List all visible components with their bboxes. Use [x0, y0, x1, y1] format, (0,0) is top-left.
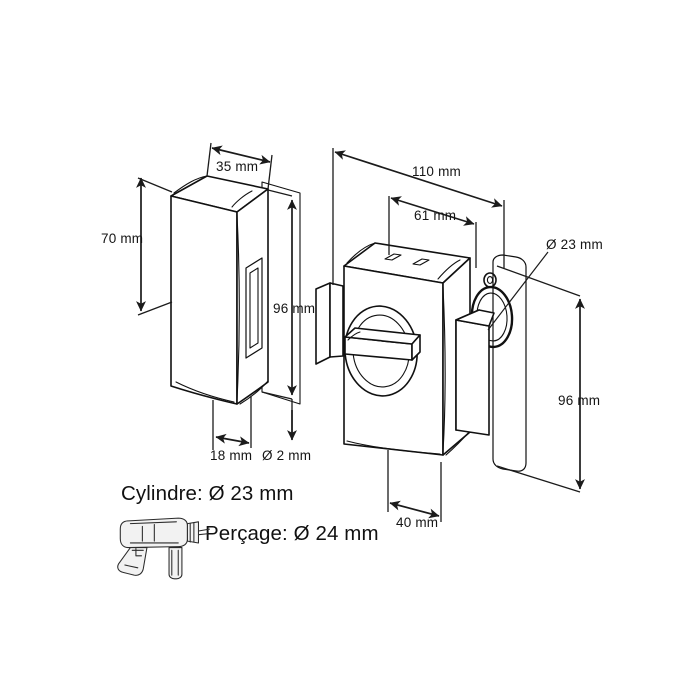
- dim-arrow-61: [390, 196, 475, 226]
- dim-label-61: 61 mm: [414, 208, 456, 223]
- drill-bit: [197, 528, 211, 536]
- drill-chuck: [186, 521, 200, 544]
- dim-label-70: 70 mm: [101, 231, 143, 246]
- ext-96l-bottom: [261, 391, 293, 400]
- dim-label-96-right: 96 mm: [558, 393, 600, 408]
- lock-edge-soft-4: [346, 440, 441, 455]
- lock-edge-soft-1: [346, 242, 376, 264]
- drill-handle: [117, 547, 148, 576]
- drill-handle-lines: [124, 549, 144, 569]
- lock-back-plate: [492, 254, 527, 472]
- keeper-edge-soft-4: [175, 381, 235, 403]
- drill-trigger: [135, 547, 142, 557]
- dim-label-40: 40 mm: [396, 515, 438, 530]
- fixing-screw-slot: [486, 276, 494, 284]
- leader-cylinder-diameter: [487, 251, 549, 331]
- lock-edge-soft-3: [442, 286, 446, 453]
- keeper-dimension-group: 35 mm 70 mm 96 mm 18 mm Ø 2 mm: [101, 142, 315, 463]
- dim-label-110: 110 mm: [412, 164, 461, 179]
- fixing-screw: [483, 272, 497, 288]
- dim-arrow-40: [389, 500, 440, 519]
- drill-side-handle: [168, 547, 183, 580]
- lock-left-tab-front: [329, 282, 344, 358]
- dim-label-d2: Ø 2 mm: [262, 448, 311, 463]
- dim-label-96-left: 96 mm: [273, 301, 315, 316]
- drill-chuck-rings: [189, 522, 195, 543]
- lock-edge-soft-5: [445, 430, 471, 456]
- ext-35-right: [267, 154, 273, 190]
- ext-96r-top: [496, 265, 581, 297]
- lock-dimension-group: 110 mm 61 mm Ø 23 mm 96 mm 40 mm: [332, 148, 603, 530]
- drill-side-handle-lines: [171, 549, 179, 576]
- dim-label-cylinder-diameter: Ø 23 mm: [546, 237, 603, 252]
- bolt-front-face: [455, 319, 490, 436]
- ext-70-top: [137, 177, 173, 193]
- notes-group: Cylindre: Ø 23 mm Perçage: Ø 24 mm: [117, 482, 379, 580]
- keeper-edge-soft-3: [236, 214, 240, 401]
- keeper-slot-inner: [249, 267, 259, 349]
- lock-top-slot-2: [412, 258, 430, 266]
- note-cylinder-label: Cylindre: Ø 23 mm: [121, 482, 294, 505]
- keeper-slot-outer: [245, 257, 263, 359]
- lock-edge-soft-2: [437, 259, 461, 280]
- drill-body-lines: [129, 521, 179, 544]
- lock-left-tab-side: [315, 282, 331, 365]
- keeper-edge-soft-2: [231, 190, 253, 208]
- strike-keeper-object: [170, 175, 301, 405]
- thumbturn-lever-soft: [347, 331, 361, 341]
- bolt-top-face: [455, 309, 495, 327]
- rim-lock-object: [315, 242, 527, 472]
- dim-label-18: 18 mm: [210, 448, 252, 463]
- keeper-edge-soft-1: [173, 175, 208, 194]
- dim-label-35: 35 mm: [216, 159, 258, 174]
- lock-top-slot-1: [384, 253, 402, 261]
- dim-arrow-110: [334, 150, 503, 208]
- thumbturn-lever-side: [411, 334, 421, 361]
- power-drill-icon: [117, 517, 211, 580]
- ext-96r-bottom: [496, 465, 581, 493]
- dim-arrow-35: [211, 145, 271, 165]
- keeper-edge-soft-5: [239, 380, 269, 405]
- ext-35-left: [206, 142, 212, 177]
- note-drilling-label: Perçage: Ø 24 mm: [205, 522, 379, 545]
- ext-96l-top: [267, 189, 293, 197]
- ext-70-bottom: [137, 301, 173, 316]
- keeper-front-face: [170, 195, 238, 405]
- dim-arrow-18: [215, 433, 250, 447]
